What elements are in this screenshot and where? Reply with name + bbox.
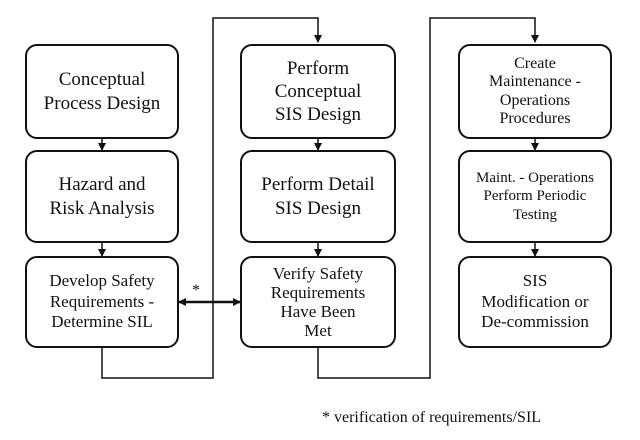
box-line: Requirements [270,282,366,302]
box-line: Testing [513,206,557,223]
box-maint-operations-testing: Maint. - Operations Perform Periodic Tes… [458,150,612,243]
box-line: Conceptual [58,69,146,91]
box-line: SIS Design [274,104,362,126]
box-perform-conceptual-sis-design: Perform Conceptual SIS Design [240,44,396,139]
box-line: Develop Safety [49,270,155,290]
box-line: Maint. - Operations [476,170,594,187]
box-line: Verify Safety [272,263,364,283]
box-hazard-risk-analysis: Hazard and Risk Analysis [25,150,179,243]
box-verify-safety-requirements: Verify Safety Requirements Have Been Met [240,256,396,348]
box-line: Operations [499,91,571,109]
connector-marker: * [192,282,200,299]
box-line: Maintenance - [489,73,581,91]
box-line: Modification or [481,291,589,311]
box-line: Perform [286,57,350,79]
box-line: Risk Analysis [49,197,155,219]
box-conceptual-process-design: Conceptual Process Design [25,44,179,139]
box-line: Determine SIL [51,312,153,332]
connector-col2-to-col3 [317,17,539,379]
box-line: Perform Detail [261,174,375,196]
box-line: Requirements - [49,291,155,311]
box-line: Procedures [499,109,571,127]
box-line: Have Been [280,302,356,321]
box-line: Met [304,321,332,341]
box-line: De-commission [481,312,589,332]
footnote: * verification of requirements/SIL [322,409,542,426]
box-line: Hazard and [58,174,146,196]
box-perform-detail-sis-design: Perform Detail SIS Design [240,150,396,243]
box-line: Conceptual [274,80,362,102]
box-line: Create [514,54,556,72]
connector-col1-to-col2 [101,17,322,379]
box-line: Perform Periodic [483,188,587,205]
box-sis-modification-decommission: SIS Modification or De-commission [458,256,612,348]
box-line: Process Design [43,92,161,114]
box-develop-safety-requirements: Develop Safety Requirements - Determine … [25,256,179,348]
box-line: SIS Design [274,197,362,219]
box-line: SIS [522,270,548,290]
box-create-maintenance-procedures: Create Maintenance - Operations Procedur… [458,44,612,139]
